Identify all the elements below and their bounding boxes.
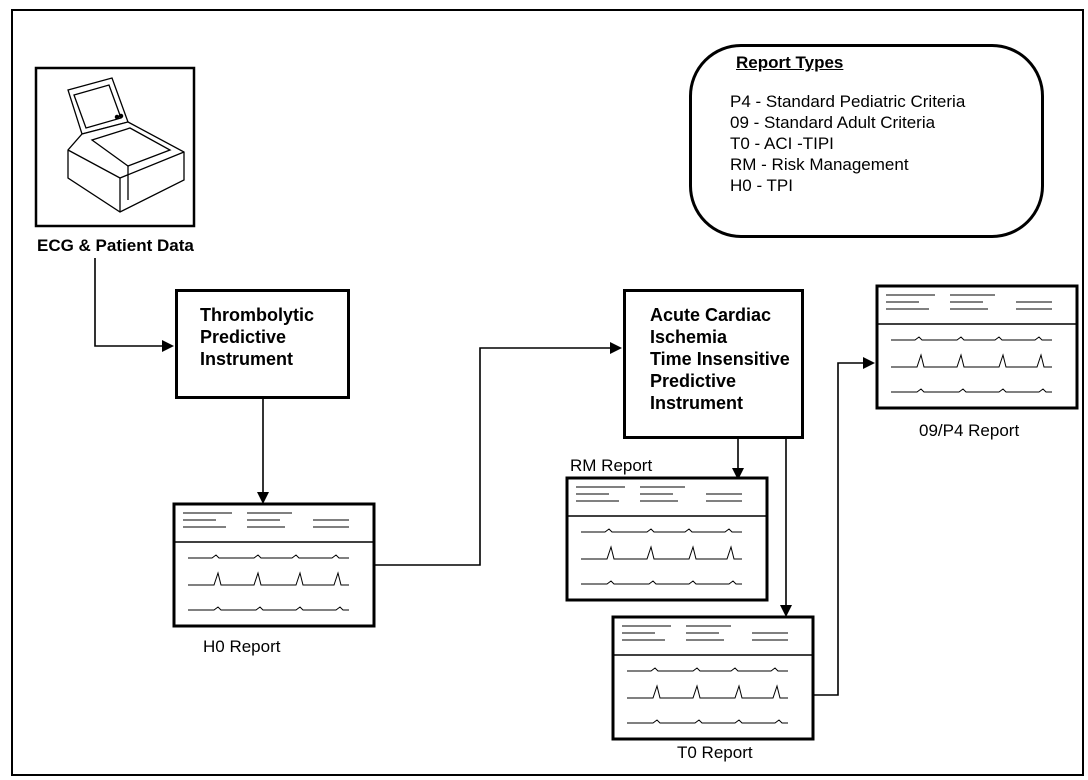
aci-line-3: Time Insensitive — [650, 349, 790, 369]
aci-line-4: Predictive — [650, 371, 737, 391]
p4-09-report-icon — [875, 284, 1079, 410]
tpi-line-1: Thrombolytic — [200, 305, 315, 325]
legend-list: P4 - Standard Pediatric Criteria 09 - St… — [730, 91, 965, 196]
legend-title: Report Types — [736, 53, 844, 72]
device-label: ECG & Patient Data — [37, 236, 194, 255]
report-types-legend: Report Types P4 - Standard Pediatric Cri… — [689, 44, 1044, 238]
aci-tipi-process-box: Acute Cardiac Ischemia Time Insensitive … — [623, 289, 804, 439]
legend-item: H0 - TPI — [730, 176, 793, 195]
legend-item: P4 - Standard Pediatric Criteria — [730, 92, 966, 111]
diagram-frame — [11, 9, 1084, 776]
tpi-line-2: Predictive — [200, 327, 287, 347]
t0-report-label: T0 Report — [677, 743, 753, 762]
legend-item: RM - Risk Management — [730, 155, 909, 174]
h0-report-label: H0 Report — [203, 637, 281, 656]
arrow-t0-to-p4 — [803, 357, 875, 696]
legend-item: T0 - ACI -TIPI — [730, 134, 834, 153]
rm-report-label: RM Report — [570, 456, 653, 475]
h0-report-icon — [172, 502, 376, 628]
t0-report-icon — [611, 615, 815, 741]
legend-item: 09 - Standard Adult Criteria — [730, 113, 936, 132]
connectors — [94, 258, 875, 696]
arrow-h0-to-aci — [363, 342, 622, 566]
rm-report-icon — [565, 476, 769, 602]
aci-line-2: Ischemia — [650, 327, 728, 347]
p4-09-report-label: 09/P4 Report — [919, 421, 1020, 440]
ecg-cart-icon — [67, 77, 185, 213]
aci-line-1: Acute Cardiac — [650, 305, 772, 325]
aci-line-5: Instrument — [650, 393, 744, 413]
tpi-line-3: Instrument — [200, 349, 294, 369]
arrow-device-to-tpi — [94, 258, 174, 352]
ecg-device — [34, 66, 196, 228]
tpi-process-box: Thrombolytic Predictive Instrument — [175, 289, 350, 399]
